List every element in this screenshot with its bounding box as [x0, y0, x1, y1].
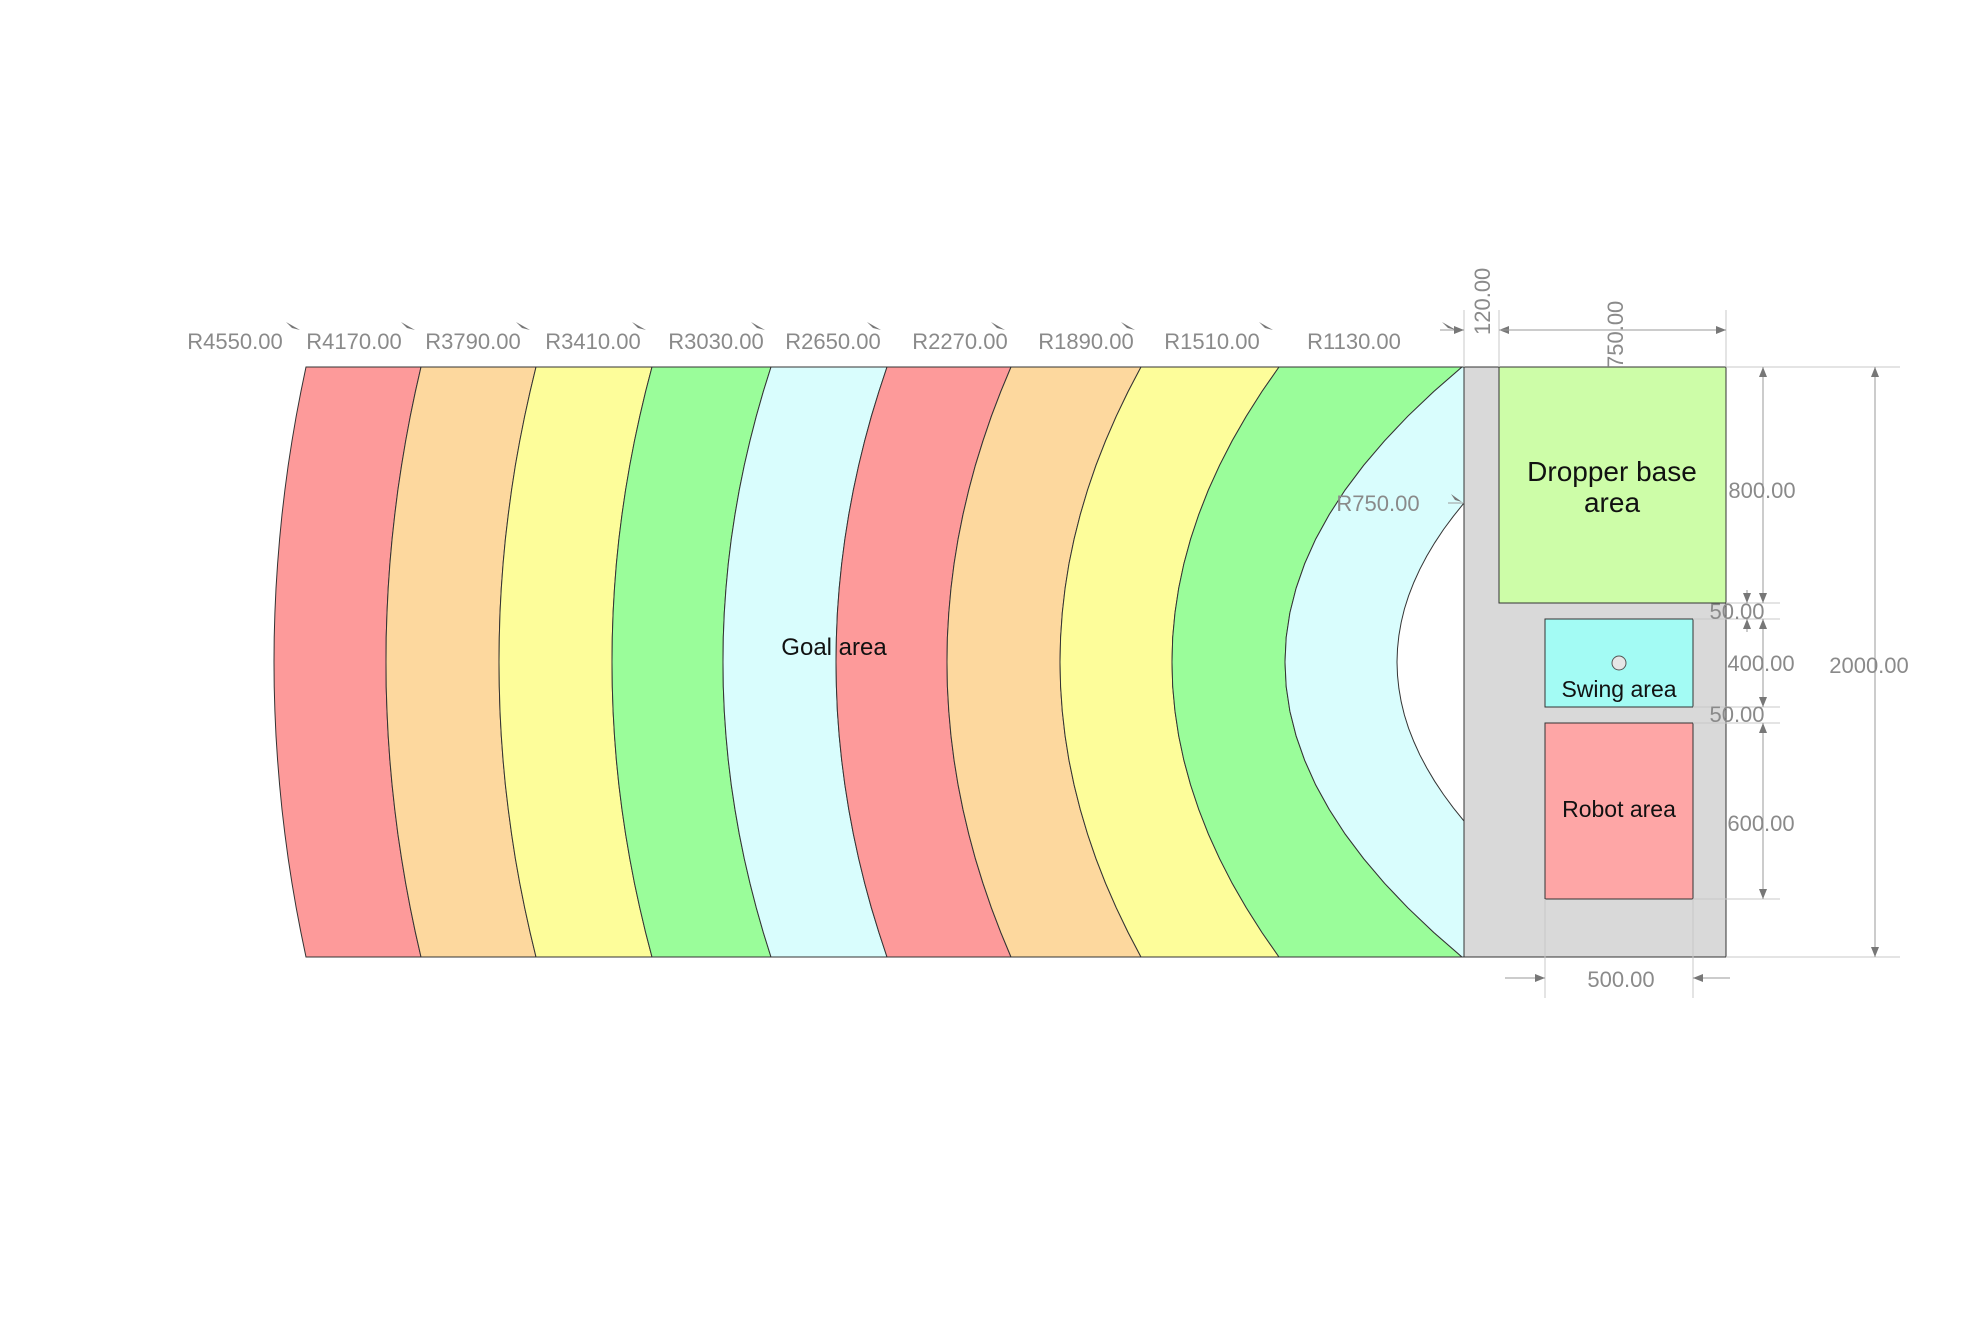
- robot-area-label: Robot area: [1562, 796, 1676, 822]
- radius-leader-arrow-2: [401, 322, 415, 330]
- inner-radius-label: R750.00: [1336, 491, 1419, 516]
- swing-height-label: 400.00: [1727, 651, 1794, 676]
- radius-label-1: R4550.00: [187, 329, 282, 354]
- radius-leader-arrow-4: [632, 322, 646, 330]
- swing-width-dimension: 500.00: [1505, 899, 1730, 998]
- dropper-width-dimension: 750.00: [1499, 301, 1727, 368]
- robot-height-label: 600.00: [1727, 811, 1794, 836]
- gap-bottom-label: 50.00: [1709, 702, 1764, 727]
- radius-label-6: R2650.00: [785, 329, 880, 354]
- radius-leader-arrow-1: [286, 322, 300, 330]
- inner-goal-band: [1284, 366, 1465, 958]
- dropper-base-area: [1498, 366, 1727, 604]
- radius-leader-arrow-7: [991, 322, 1005, 330]
- dropper-base-area-label-line1: Dropper base: [1527, 456, 1697, 487]
- goal-bands: [273, 366, 1464, 958]
- gap-top-label: 50.00: [1709, 599, 1764, 624]
- radius-leader-arrow-5: [751, 322, 765, 330]
- radius-leader-arrow-3: [516, 322, 530, 330]
- radius-label-10: R1130.00: [1307, 329, 1401, 354]
- swing-pivot-marker: [1611, 655, 1627, 671]
- radius-label-5: R3030.00: [668, 329, 763, 354]
- radius-label-9: R1510.00: [1164, 329, 1259, 354]
- total-height-label: 2000.00: [1829, 653, 1909, 678]
- radius-label-8: R1890.00: [1038, 329, 1133, 354]
- dropper-base-area-label-line2: area: [1584, 487, 1640, 518]
- swing-area-label: Swing area: [1561, 676, 1676, 702]
- robot-area: [1544, 722, 1694, 900]
- radius-leader-arrow-9: [1259, 322, 1273, 330]
- swing-width-label: 500.00: [1587, 967, 1654, 992]
- goal-area-label: Goal area: [781, 634, 887, 661]
- radius-leader-arrow-8: [1121, 322, 1135, 330]
- gap-width-dimension: 120.00: [1440, 268, 1520, 367]
- gap-width-label: 120.00: [1470, 268, 1495, 335]
- radius-dimension-labels: R4550.00 R4170.00 R3790.00 R3410.00 R3030.00…: [187, 322, 1456, 354]
- dropper-width-label: 750.00: [1603, 301, 1628, 368]
- radius-label-4: R3410.00: [545, 329, 640, 354]
- right-vertical-dimensions: 800.00 50.00 400.00 50.00 600.00 2000.00: [1693, 366, 1909, 958]
- radius-label-3: R3790.00: [425, 329, 520, 354]
- radius-leader-arrow-6: [867, 322, 881, 330]
- radius-label-2: R4170.00: [306, 329, 401, 354]
- dropper-height-label: 800.00: [1728, 478, 1795, 503]
- radius-label-7: R2270.00: [912, 329, 1007, 354]
- radius-leader-arrow-10: [1442, 322, 1456, 330]
- inner-radius-dimension: R750.00: [1336, 491, 1464, 516]
